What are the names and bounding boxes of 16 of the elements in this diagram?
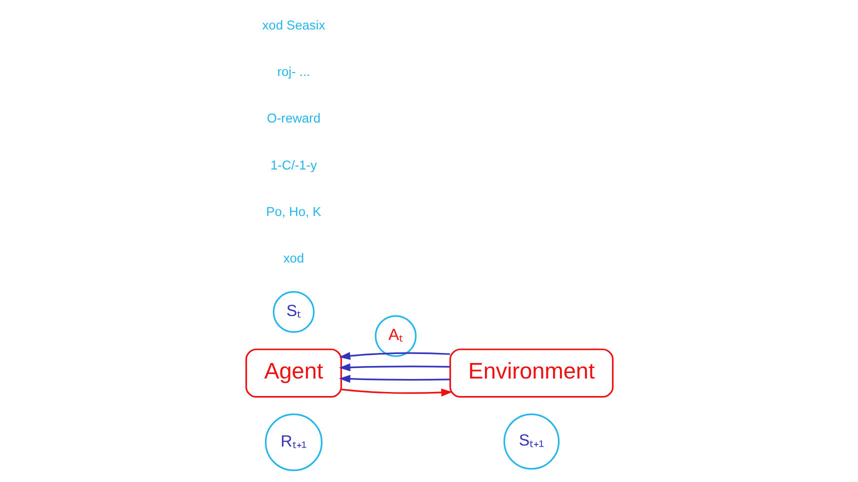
node-box: Agent [244, 348, 342, 398]
label: xod [282, 250, 304, 266]
arrow [338, 363, 450, 372]
node-circle: Sₜ [272, 291, 314, 333]
node-circle: Rₜ₊₁ [264, 414, 322, 472]
arrow [338, 352, 450, 360]
label: Po, Ho, K [266, 204, 321, 220]
label: xod Seasix [262, 17, 325, 32]
node-circle: Sₜ₊₁ [502, 413, 560, 470]
arrow [338, 374, 450, 383]
arrow [340, 388, 452, 396]
label: roj- ... [276, 64, 310, 80]
label: 1-C/-1-y [270, 157, 316, 172]
node-circle: Aₜ [374, 315, 416, 358]
label: O-reward [266, 110, 320, 126]
node-box: Environment [448, 348, 614, 398]
